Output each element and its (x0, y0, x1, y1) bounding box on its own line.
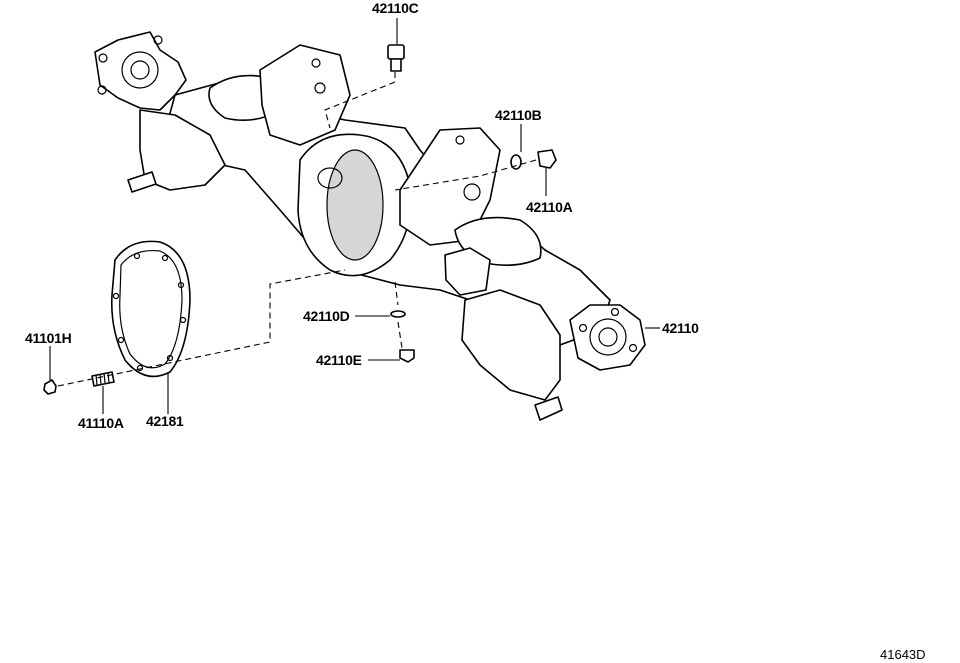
label-42181: 42181 (146, 413, 184, 429)
cover-nut (43, 379, 57, 395)
right-flange-bolt (610, 307, 620, 317)
bracket-hole (311, 58, 321, 68)
label-42110E: 42110E (316, 352, 362, 368)
right-stud (534, 396, 563, 421)
right-flange-bolt (578, 323, 588, 333)
right-axle-flange (569, 304, 646, 371)
label-41101H: 41101H (25, 330, 72, 346)
left-flange-hub (130, 60, 150, 80)
diff-cover-gasket (110, 240, 191, 378)
label-42110C: 42110C (372, 0, 419, 16)
left-stud (127, 171, 157, 193)
right-bracket (399, 127, 501, 246)
bracket-hole (314, 82, 326, 94)
cover-stud (91, 371, 115, 387)
label-42110B: 42110B (495, 107, 542, 123)
left-flange-bolt (153, 35, 163, 45)
axle-housing (94, 31, 646, 421)
label-42110D: 42110D (303, 308, 350, 324)
bracket-hole (463, 183, 481, 201)
gasket-washer (510, 154, 522, 170)
breather-plug (387, 44, 405, 72)
right-flange-bolt (628, 343, 638, 353)
filler-alignment-line (394, 159, 537, 191)
diagram-reference-code: 41643D (880, 647, 926, 662)
label-42110A-right: 42110A (526, 199, 573, 215)
filler-plug (537, 149, 557, 169)
cover-alignment-line (57, 269, 346, 387)
breather-alignment-line (324, 72, 396, 129)
left-flange-bolt (98, 53, 108, 63)
fill-plug-boss (317, 167, 343, 189)
label-42110: 42110 (662, 320, 699, 336)
drain-washer (390, 310, 406, 318)
drain-alignment-line (394, 281, 403, 349)
right-spring-seat (461, 289, 561, 401)
label-41110A: 41110A (78, 415, 124, 431)
right-flange-hub (598, 327, 618, 347)
drain-plug (399, 349, 415, 363)
left-flange-bolt (97, 85, 107, 95)
left-spring-seat (139, 109, 226, 191)
left-axle-flange (94, 31, 187, 111)
left-flange-bore (121, 51, 159, 89)
carrier-bore (326, 149, 384, 261)
right-flange-bore (589, 318, 627, 356)
right-upper-tab (444, 247, 491, 296)
bracket-hole (455, 135, 465, 145)
